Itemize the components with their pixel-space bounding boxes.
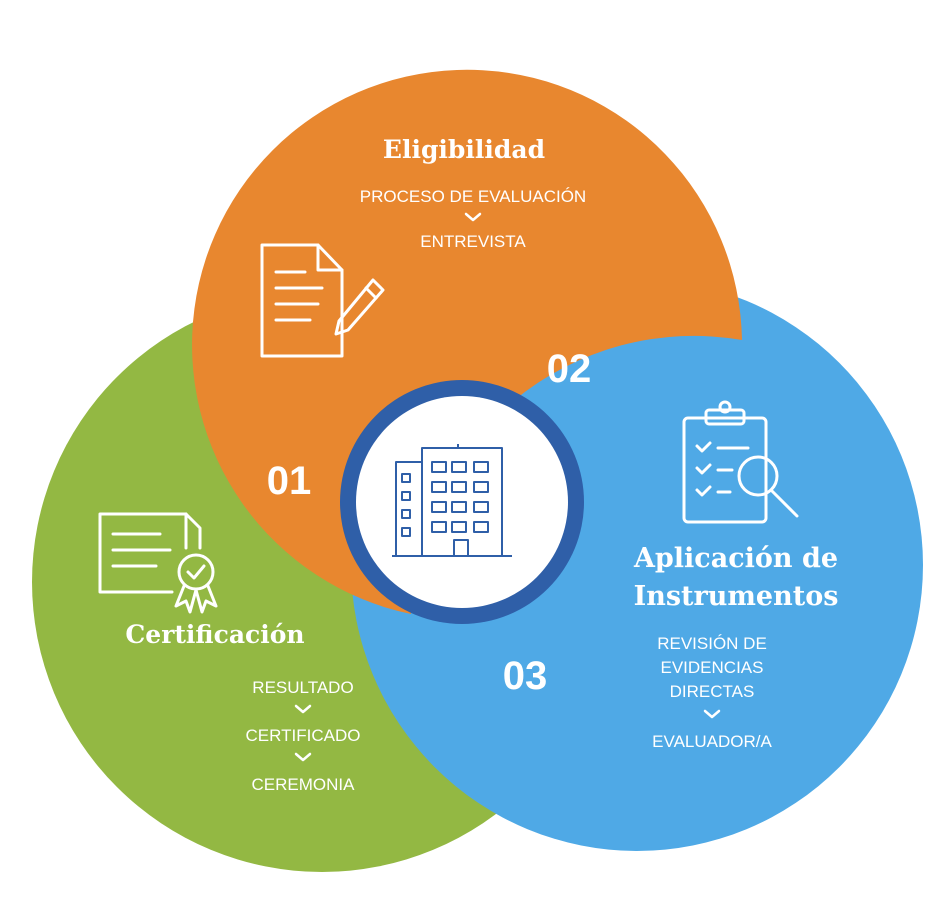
chevron-down-icon [464, 212, 482, 222]
chevron-down-icon [703, 709, 721, 719]
orange-circle [192, 69, 742, 615]
aplicacion-item-3: DIRECTAS [670, 682, 755, 701]
certificate-ribbon-icon [98, 512, 218, 614]
certificacion-item-1: RESULTADO [252, 678, 353, 697]
eligibilidad-item-1: PROCESO DE EVALUACIÓN [360, 187, 586, 206]
building-icon [392, 444, 512, 557]
eligibilidad-title: Eligibilidad [383, 135, 545, 164]
aplicacion-title-line-2: Instrumentos [634, 581, 839, 612]
certificacion-title: Certificación [125, 620, 304, 649]
aplicacion-item-2: EVIDENCIAS [661, 658, 764, 677]
eligibilidad-item-2: ENTREVISTA [420, 232, 526, 251]
chevron-down-icon [294, 704, 312, 714]
center-badge [340, 380, 584, 624]
certificacion-item-2: CERTIFICADO [246, 726, 361, 745]
aplicacion-item-4: EVALUADOR/A [652, 732, 772, 751]
document-pencil-icon [260, 243, 385, 358]
step-number-01: 01 [267, 459, 312, 503]
aplicacion-title-line-1: Aplicación de [633, 543, 838, 574]
step-number-02: 02 [547, 347, 592, 391]
certificacion-item-3: CEREMONIA [252, 775, 356, 794]
step-number-03: 03 [503, 654, 548, 698]
aplicacion-item-1: REVISIÓN DE [657, 634, 767, 653]
chevron-down-icon [294, 752, 312, 762]
clipboard-magnifier-icon [682, 400, 799, 524]
